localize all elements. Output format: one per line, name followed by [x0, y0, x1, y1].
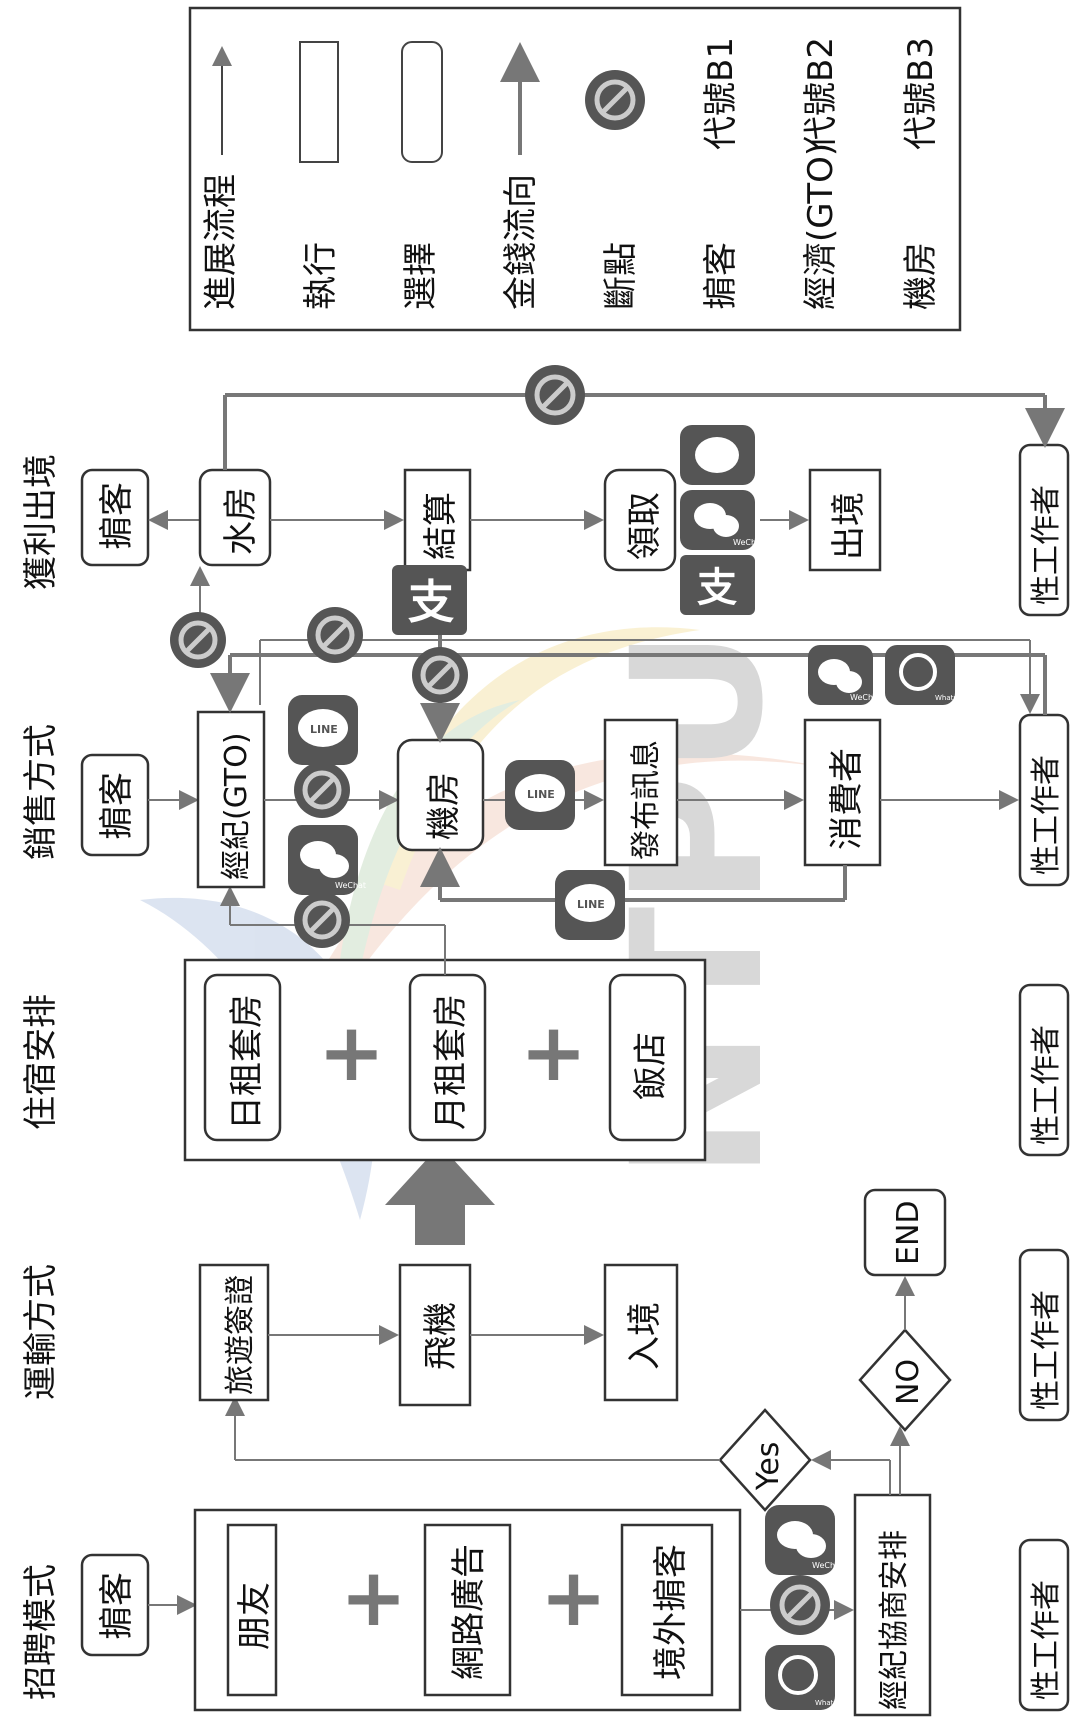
- legend-choose-rect: [401, 41, 443, 163]
- svg-text:LINE: LINE: [577, 898, 605, 911]
- svg-text:支: 支: [408, 575, 454, 629]
- break-icon: [294, 762, 350, 818]
- node-overseas-broker: 境外掮客: [651, 1544, 691, 1680]
- legend-agency-label: 經濟(GTO): [801, 143, 841, 310]
- node-collect: 領取: [625, 492, 665, 560]
- break-icon: [525, 365, 585, 425]
- worker-recruit: 性工作者: [1029, 1580, 1064, 1700]
- break-icon: [770, 1575, 830, 1635]
- worker-sales: 性工作者: [1029, 755, 1064, 875]
- legend-execute-label: 執行: [301, 242, 341, 310]
- wechat-icon: WeChat: [288, 825, 366, 895]
- alipay-icon: 支: [392, 565, 467, 635]
- svg-text:WhatsApp: WhatsApp: [815, 1699, 851, 1707]
- no-diamond: [858, 1328, 952, 1432]
- node-web-ads: 網路廣告: [449, 1544, 489, 1680]
- legend: 進展流程 執行 選擇 金錢流向 斷點 掮客 代號B1 經濟(GTO) 代號B2 …: [188, 6, 962, 332]
- legend-break-point-label: 斷點: [601, 242, 641, 310]
- yes-diamond: [718, 1408, 812, 1512]
- svg-text:WeChat: WeChat: [850, 693, 881, 702]
- stage-transport: 運輸方式: [21, 1264, 61, 1400]
- node-room-sales: 機房: [424, 772, 464, 840]
- node-water-room: 水房: [221, 487, 261, 555]
- wechat-icon: WeChat: [765, 1505, 843, 1575]
- node-broker-sales: 掮客: [97, 772, 137, 840]
- legend-progress-flow-label: 進展流程: [201, 174, 241, 310]
- line-icon: LINE: [288, 695, 358, 765]
- node-agency-gto: 經紀(GTO): [219, 732, 254, 880]
- legend-room-label: 機房: [901, 242, 941, 310]
- whatsapp-icon: WhatsApp: [885, 645, 971, 705]
- legend-choose-label: 選擇: [401, 242, 441, 310]
- chat-bubble-icon: [680, 425, 755, 485]
- node-consumer: 消費者: [827, 748, 867, 850]
- worker-lodging: 性工作者: [1029, 1025, 1064, 1145]
- legend-execute-rect: [299, 41, 339, 163]
- node-broker-profit: 掮客: [97, 482, 137, 550]
- worker-profit: 性工作者: [1029, 485, 1064, 605]
- svg-text:LINE: LINE: [310, 723, 338, 736]
- node-friends: 朋友: [235, 1582, 275, 1650]
- svg-text:WeChat: WeChat: [733, 538, 764, 547]
- svg-text:LINE: LINE: [527, 788, 555, 801]
- node-negotiate: 經紀協商安排: [877, 1530, 912, 1710]
- node-entry: 入境: [625, 1302, 665, 1370]
- node-exit: 出境: [829, 492, 869, 560]
- break-icon: [294, 892, 350, 948]
- svg-text:WhatsApp: WhatsApp: [935, 694, 971, 702]
- big-up-arrow: [385, 1145, 495, 1245]
- line-icon: LINE: [555, 870, 625, 940]
- svg-text:WeChat: WeChat: [812, 1561, 843, 1570]
- node-end: END: [891, 1201, 926, 1266]
- legend-room-code: 代號B3: [901, 37, 941, 150]
- wechat-icon: WeChat: [808, 645, 881, 705]
- alipay-icon: 支: [680, 555, 755, 615]
- worker-transport: 性工作者: [1029, 1290, 1064, 1410]
- break-icon: [170, 612, 226, 668]
- stage-lodging: 住宿安排: [21, 994, 61, 1130]
- node-visa: 旅遊簽證: [223, 1275, 258, 1395]
- node-hotel: 飯店: [631, 1032, 671, 1100]
- plus-icon: +: [318, 1006, 385, 1099]
- svg-text:WeChat: WeChat: [335, 881, 366, 890]
- legend-money-flow-label: 金錢流向: [501, 174, 541, 310]
- legend-break-icon: [585, 70, 645, 130]
- whatsapp-icon: WhatsApp: [765, 1645, 851, 1710]
- wechat-icon: WeChat: [680, 490, 764, 550]
- legend-broker-label: 掮客: [701, 242, 741, 310]
- svg-text:支: 支: [697, 565, 737, 611]
- break-icon: [412, 647, 468, 703]
- plus-icon: +: [340, 1551, 407, 1644]
- legend-agency-code: 代號B2: [801, 37, 841, 150]
- plus-icon: +: [520, 1006, 587, 1099]
- node-plane: 飛機: [421, 1302, 461, 1370]
- node-settle: 結算: [421, 492, 461, 560]
- node-publish: 發布訊息: [629, 740, 664, 860]
- legend-broker-code: 代號B1: [701, 37, 741, 150]
- node-monthly-suite: 月租套房: [431, 994, 471, 1130]
- plus-icon: +: [540, 1551, 607, 1644]
- node-daily-suite: 日租套房: [227, 994, 267, 1130]
- label-no: NO: [891, 1359, 926, 1405]
- worker-boxes: 性工作者 性工作者 性工作者 性工作者 性工作者: [1018, 443, 1070, 1712]
- break-icon: [307, 607, 363, 663]
- node-broker-recruit: 掮客: [97, 1572, 137, 1640]
- line-icon: LINE: [505, 760, 575, 830]
- label-yes: Yes: [751, 1442, 786, 1491]
- stage-sales: 銷售方式: [21, 724, 61, 860]
- stage-recruit: 招聘模式: [21, 1564, 61, 1700]
- stage-profit: 獲利出境: [21, 454, 61, 590]
